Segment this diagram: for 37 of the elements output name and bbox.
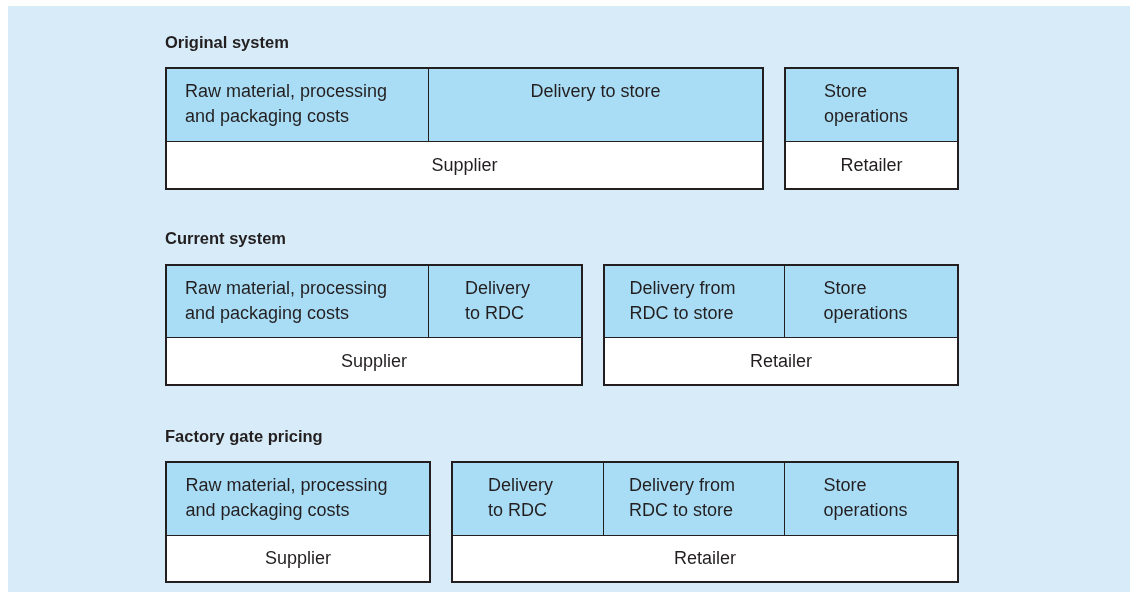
group-frame xyxy=(451,461,959,583)
group-frame xyxy=(603,264,959,386)
cost-label: Store operations xyxy=(824,80,910,128)
cost-label: Raw material, processing and packaging costs xyxy=(185,277,389,325)
cost-label: Store operations xyxy=(823,474,909,522)
party-label: Retailer xyxy=(750,349,812,373)
section-title: Current system xyxy=(165,229,287,248)
party-label: Retailer xyxy=(674,547,736,570)
group-frame xyxy=(784,67,959,190)
cost-cell xyxy=(167,266,429,338)
group-frame xyxy=(165,264,583,386)
cost-cell xyxy=(453,463,604,536)
party-label: Retailer xyxy=(840,153,903,177)
cost-cell xyxy=(604,463,785,536)
section-title: Original system xyxy=(165,33,289,52)
cost-label: Delivery to store xyxy=(530,80,661,103)
party-label: Supplier xyxy=(431,153,498,177)
party-label: Supplier xyxy=(340,349,407,373)
cost-label: Raw material, processing and packaging costs xyxy=(185,80,389,128)
cost-label: Delivery from RDC to store xyxy=(629,277,737,325)
group-frame xyxy=(165,67,764,190)
cost-cell xyxy=(167,463,429,536)
group-frame xyxy=(165,461,431,583)
cost-cell xyxy=(429,266,581,338)
section-title: Factory gate pricing xyxy=(165,427,323,446)
cost-cell xyxy=(785,266,957,338)
cost-cell xyxy=(786,69,957,142)
cost-label: Store operations xyxy=(823,277,909,325)
cost-cell xyxy=(605,266,785,338)
cost-label: Raw material, processing and packaging costs xyxy=(185,474,389,522)
cost-label: Delivery from RDC to store xyxy=(629,474,736,522)
party-label: Supplier xyxy=(264,547,331,570)
cost-label: Delivery to RDC xyxy=(465,277,531,325)
cost-cell xyxy=(167,69,429,142)
cost-label: Delivery to RDC xyxy=(488,474,554,522)
cost-cell xyxy=(785,463,957,536)
cost-cell xyxy=(429,69,762,142)
